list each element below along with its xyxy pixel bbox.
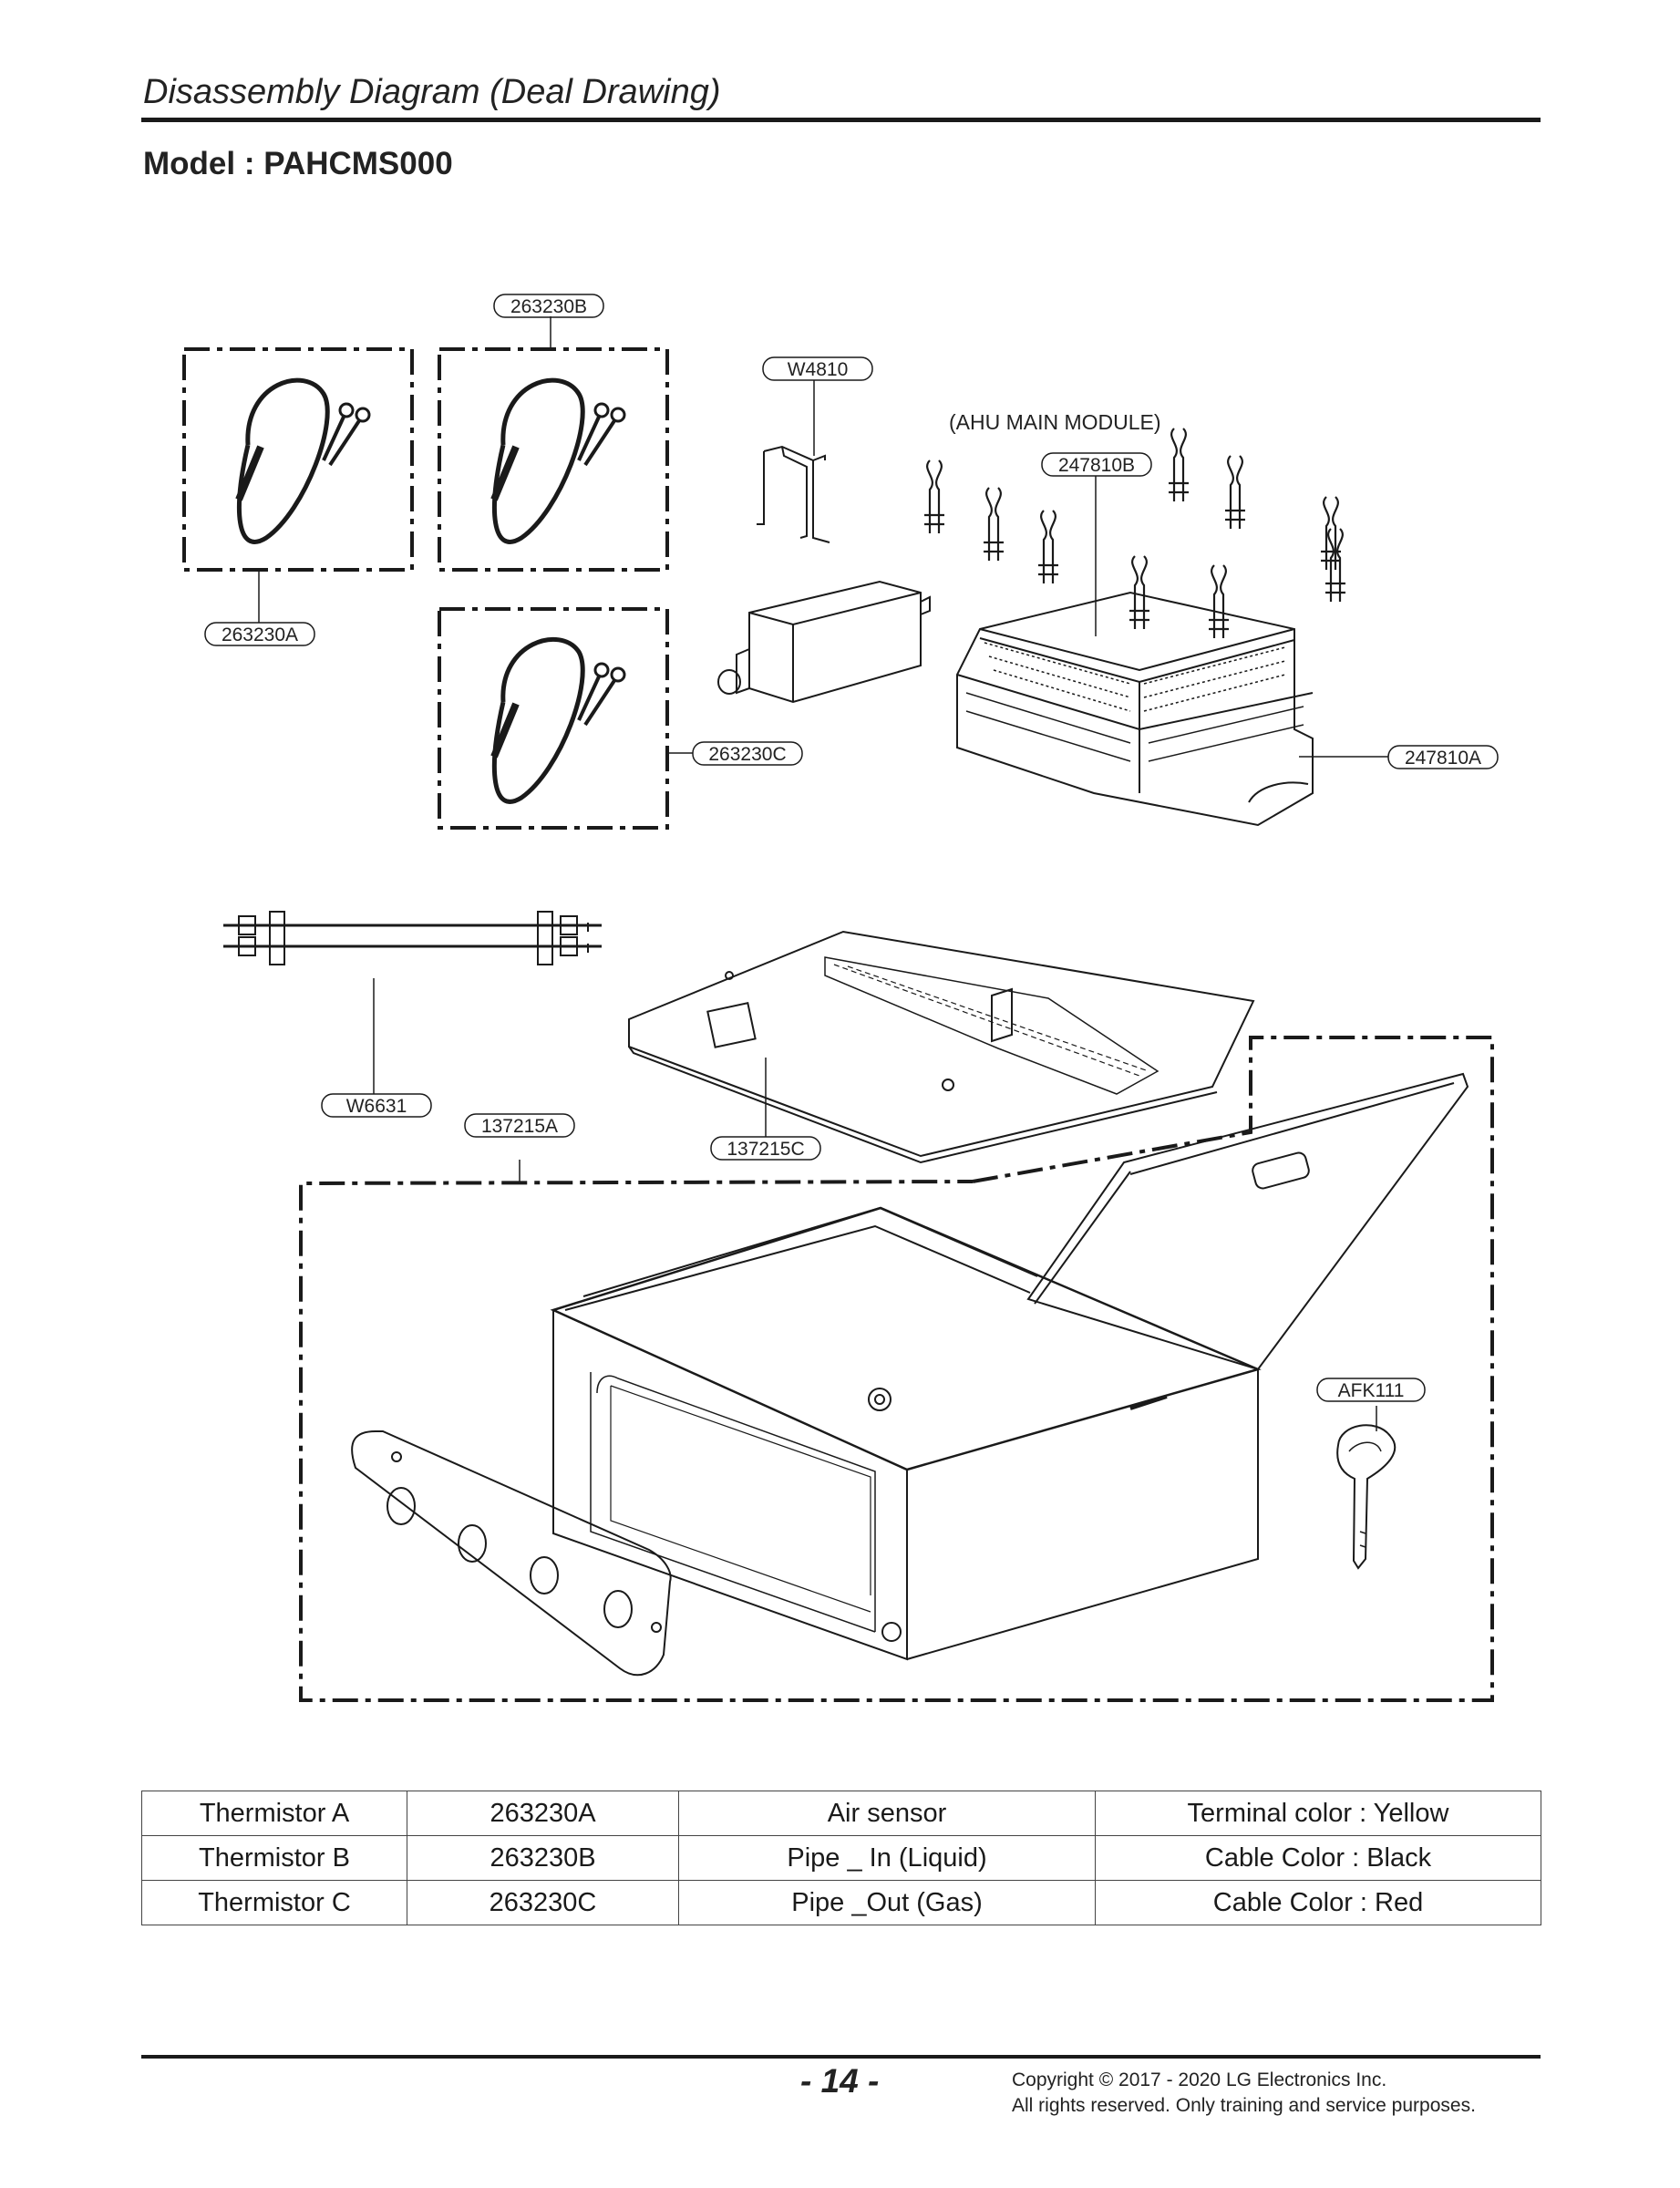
part-color-note: Cable Color : Red	[1095, 1880, 1541, 1925]
power-supply-unit	[717, 580, 931, 704]
svg-text:263230A: 263230A	[222, 624, 298, 645]
enclosure-box	[550, 1206, 1262, 1661]
w6631-harness	[223, 911, 602, 965]
part-function: Pipe _Out (Gas)	[678, 1880, 1096, 1925]
parts-table: Thermistor A 263230A Air sensor Terminal…	[141, 1791, 1541, 1925]
enclosure-boundary	[299, 1036, 1494, 1702]
part-name: Thermistor A	[141, 1791, 407, 1836]
page-number: - 14 -	[800, 2062, 880, 2100]
callout-137215C: 137215C	[710, 1136, 821, 1161]
document-title: Disassembly Diagram (Deal Drawing)	[143, 73, 721, 111]
part-color-note: Terminal color : Yellow	[1095, 1791, 1541, 1836]
thermistor-b-group	[438, 347, 669, 572]
svg-text:247810A: 247810A	[1405, 748, 1481, 769]
thermistor-c-icon	[490, 636, 626, 804]
callout-137215A: 137215A	[464, 1113, 575, 1138]
part-function: Pipe _ In (Liquid)	[678, 1835, 1096, 1881]
ahu-main-module	[956, 591, 1314, 827]
footer-divider	[141, 2055, 1541, 2059]
callout-W6631: W6631	[321, 1093, 432, 1118]
table-row: Thermistor A 263230A Air sensor Terminal…	[141, 1791, 1541, 1836]
svg-text:137215C: 137215C	[727, 1139, 804, 1160]
part-code: 263230B	[407, 1835, 679, 1881]
part-function: Air sensor	[678, 1791, 1096, 1836]
table-row: Thermistor B 263230B Pipe _ In (Liquid) …	[141, 1835, 1541, 1881]
part-name: Thermistor C	[141, 1880, 407, 1925]
w4810-bracket	[757, 445, 830, 543]
callout-263230C: 263230C	[692, 741, 803, 766]
callout-247810B: 247810B	[1041, 452, 1152, 477]
copyright-line-1: Copyright © 2017 - 2020 LG Electronics I…	[1012, 2069, 1387, 2090]
disassembly-diagram: 263230B 263230A 263230C W4810 (AHU MAIN …	[182, 294, 1499, 1702]
callout-263230A: 263230A	[204, 622, 315, 646]
thermistor-c-group	[438, 607, 669, 830]
copyright-line-2: All rights reserved. Only training and s…	[1012, 2095, 1476, 2116]
copyright-notice: Copyright © 2017 - 2020 LG Electronics I…	[1012, 2068, 1476, 2119]
ahu-main-module-label: (AHU MAIN MODULE)	[949, 410, 1161, 434]
svg-text:137215A: 137215A	[481, 1116, 558, 1137]
terminal-clips	[924, 428, 1345, 638]
svg-text:263230C: 263230C	[708, 744, 786, 765]
thermistor-b-icon	[490, 377, 626, 544]
thermistor-a-group	[182, 347, 414, 572]
table-row: Thermistor C 263230C Pipe _Out (Gas) Cab…	[141, 1880, 1541, 1925]
svg-text:W4810: W4810	[788, 359, 849, 380]
part-code: 263230A	[407, 1791, 679, 1836]
gland-plate	[351, 1430, 672, 1677]
callout-247810A: 247810A	[1387, 745, 1499, 769]
enclosure-lid	[1026, 1072, 1469, 1410]
callout-263230B: 263230B	[493, 294, 604, 318]
svg-text:AFK111: AFK111	[1338, 1380, 1405, 1401]
thermistor-a-icon	[235, 377, 371, 544]
leader-lines	[258, 316, 1388, 1431]
svg-text:263230B: 263230B	[510, 296, 587, 317]
svg-text:W6631: W6631	[346, 1096, 407, 1117]
svg-text:247810B: 247810B	[1058, 455, 1135, 476]
part-code: 263230C	[407, 1880, 679, 1925]
part-name: Thermistor B	[141, 1835, 407, 1881]
back-plate	[628, 930, 1255, 1164]
model-title: Model : PAHCMS000	[143, 146, 453, 181]
header-divider	[141, 118, 1541, 122]
callout-AFK111: AFK111	[1316, 1378, 1426, 1402]
key-icon	[1336, 1424, 1397, 1570]
part-color-note: Cable Color : Black	[1095, 1835, 1541, 1881]
callout-W4810: W4810	[762, 356, 873, 381]
